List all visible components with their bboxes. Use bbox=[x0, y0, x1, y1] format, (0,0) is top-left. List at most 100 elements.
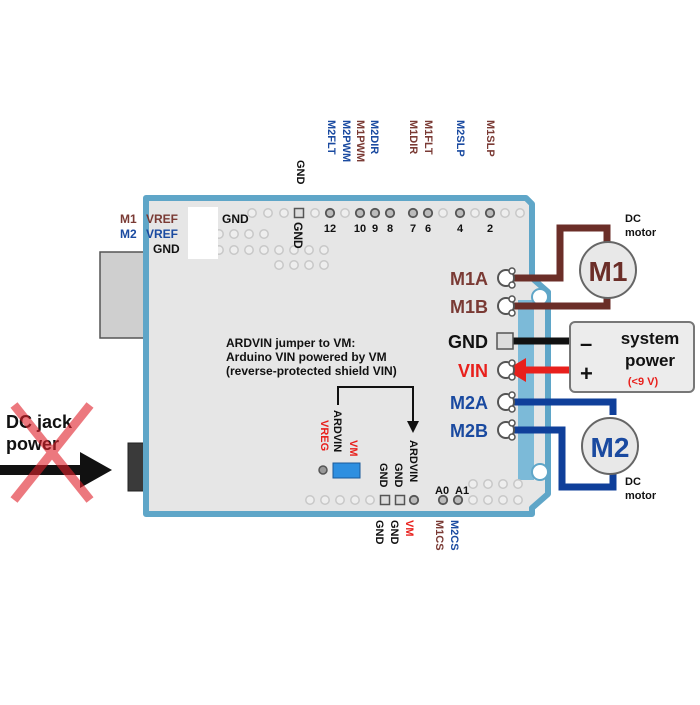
empty-hole bbox=[500, 208, 510, 218]
m1-caption-line2: motor bbox=[625, 227, 657, 239]
top-pin-label: GND bbox=[294, 160, 306, 185]
terminal-label-m2b: M2B bbox=[450, 421, 488, 441]
square-pin bbox=[293, 207, 305, 219]
pin-number: 8 bbox=[387, 223, 393, 235]
terminal-label-m2a: M2A bbox=[450, 393, 488, 413]
m1-motor bbox=[579, 241, 637, 299]
empty-hole bbox=[335, 495, 345, 505]
empty-hole bbox=[274, 245, 284, 255]
vreg-pin bbox=[318, 465, 328, 475]
empty-hole bbox=[289, 260, 299, 270]
empty-hole bbox=[244, 245, 254, 255]
empty-hole bbox=[310, 208, 320, 218]
mount-hole bbox=[531, 463, 549, 481]
empty-hole bbox=[305, 495, 315, 505]
gnd-left-label: GND bbox=[153, 242, 180, 256]
note-line1: ARDVIN jumper to VM: bbox=[226, 336, 355, 350]
bottom-pin-label: VM bbox=[403, 520, 415, 537]
empty-hole bbox=[468, 479, 478, 489]
empty-hole bbox=[438, 208, 448, 218]
top-pin-label: M2DIR bbox=[368, 120, 380, 154]
gnd1-jumper-label: GND bbox=[377, 463, 389, 488]
cross-out-x-icon bbox=[10, 402, 94, 503]
terminal-tab bbox=[508, 295, 516, 303]
empty-hole bbox=[304, 260, 314, 270]
empty-hole bbox=[304, 245, 314, 255]
vreg-label: VREG bbox=[318, 420, 330, 451]
empty-hole bbox=[229, 245, 239, 255]
top-pin-label: M2FLT bbox=[325, 120, 337, 155]
top-pin-label: M2SLP bbox=[454, 120, 466, 157]
board-edge-strip bbox=[518, 300, 534, 480]
empty-hole bbox=[483, 495, 493, 505]
gnd-right-label: GND bbox=[222, 212, 249, 226]
m2b-wire bbox=[506, 426, 617, 491]
header-pin bbox=[454, 207, 466, 219]
empty-hole bbox=[263, 208, 273, 218]
a1-label: A1 bbox=[455, 485, 469, 497]
terminal-label-gnd: GND bbox=[448, 332, 488, 352]
usb-connector bbox=[99, 251, 147, 339]
pin-number: 2 bbox=[487, 223, 493, 235]
header-pin bbox=[369, 207, 381, 219]
m1-motor-label: M1 bbox=[589, 256, 628, 287]
m1a-wire bbox=[506, 224, 611, 282]
empty-hole bbox=[229, 229, 239, 239]
terminal-tab bbox=[508, 309, 516, 317]
m1-caption-line1: DC bbox=[625, 213, 641, 225]
power-plus-sign: + bbox=[580, 361, 593, 386]
header-pin bbox=[407, 207, 419, 219]
terminal-tab bbox=[508, 373, 516, 381]
vin-arrow bbox=[506, 358, 526, 382]
m2-vref-label: VREF bbox=[146, 227, 178, 241]
note-line3: (reverse-protected shield VIN) bbox=[226, 364, 397, 378]
m1-vref-label: VREF bbox=[146, 212, 178, 226]
pin-number: 7 bbox=[410, 223, 416, 235]
empty-hole bbox=[513, 479, 523, 489]
pin-number: 4 bbox=[457, 223, 464, 235]
empty-hole bbox=[289, 245, 299, 255]
system-power-line2: power bbox=[625, 351, 675, 370]
pin-number: 12 bbox=[324, 223, 336, 235]
header-pin bbox=[484, 207, 496, 219]
m2-motor-label: M2 bbox=[591, 432, 630, 463]
bottom-pin-label: GND bbox=[388, 520, 400, 545]
empty-hole bbox=[319, 245, 329, 255]
header-pin bbox=[384, 207, 396, 219]
header-pin bbox=[408, 494, 420, 506]
terminal-label-vin: VIN bbox=[458, 361, 488, 381]
terminal-tab bbox=[508, 433, 516, 441]
terminal-tab bbox=[508, 419, 516, 427]
header-pin bbox=[324, 207, 336, 219]
empty-hole bbox=[319, 260, 329, 270]
top-pin-label: M1PWM bbox=[354, 120, 366, 162]
header-pin bbox=[422, 207, 434, 219]
gnd-vertical-label: GND bbox=[291, 222, 305, 249]
gnd2-jumper-label: GND bbox=[392, 463, 404, 488]
shield-board bbox=[143, 195, 551, 517]
empty-hole bbox=[498, 495, 508, 505]
m2-caption-line1: DC bbox=[625, 476, 641, 488]
header-pin bbox=[437, 494, 449, 506]
terminal-tab bbox=[508, 281, 516, 289]
system-power-limit: (<9 V) bbox=[628, 376, 659, 388]
empty-hole bbox=[498, 479, 508, 489]
terminal-tab bbox=[508, 391, 516, 399]
terminal-tab bbox=[508, 405, 516, 413]
bottom-pin-label: M1CS bbox=[433, 520, 445, 551]
empty-hole bbox=[320, 495, 330, 505]
system-power-box bbox=[569, 321, 695, 393]
empty-hole bbox=[483, 479, 493, 489]
empty-hole bbox=[340, 208, 350, 218]
a0-label: A0 bbox=[435, 485, 449, 497]
vref-highlight bbox=[188, 207, 218, 259]
power-minus-sign: – bbox=[580, 331, 592, 356]
m2a-wire bbox=[506, 398, 617, 415]
bottom-pin-label: M2CS bbox=[448, 520, 460, 551]
empty-hole bbox=[247, 208, 257, 218]
pin-number: 10 bbox=[354, 223, 366, 235]
top-pin-label: M1FLT bbox=[422, 120, 434, 155]
pin-number: 9 bbox=[372, 223, 378, 235]
bottom-pin-label: GND bbox=[373, 520, 385, 545]
top-pin-label: M2PWM bbox=[340, 120, 352, 162]
